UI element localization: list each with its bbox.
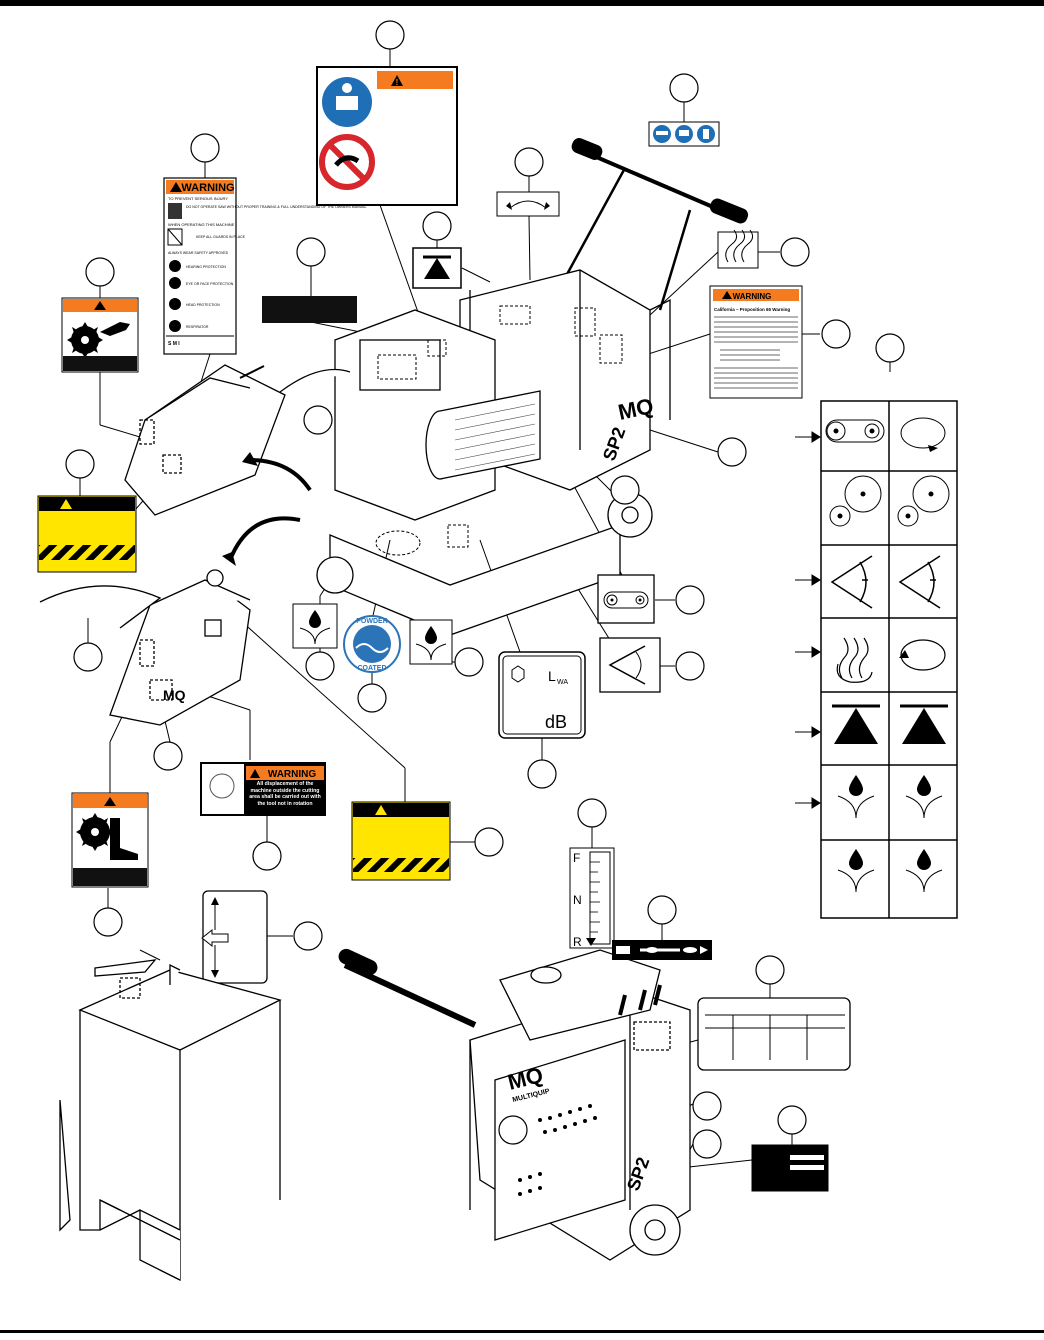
displacement-text: All displacement of the machine outside …	[249, 781, 321, 807]
ppe-eye: EYE OR FACE PROTECTION	[186, 282, 234, 286]
frame-stand	[59, 959, 282, 1282]
warning-when: WHEN OPERATING THIS MACHINE	[168, 222, 235, 227]
sound-sub: WA	[557, 679, 568, 686]
belt-decal	[597, 574, 655, 624]
direction-decal	[201, 890, 268, 984]
bottom-rule	[0, 1330, 1044, 1333]
displacement-warning-decal: WARNING All displacement of the machine …	[200, 762, 326, 816]
speed-decal	[612, 940, 712, 960]
ppe-hearing: HEARING PROTECTION	[186, 265, 226, 269]
powder-top-text: POWDER	[356, 618, 388, 625]
table-decal	[697, 997, 851, 1071]
ppe-decal	[648, 121, 720, 147]
caution-decal-lower	[351, 801, 451, 881]
warning-title: WARNING	[181, 182, 234, 194]
vent-holes	[518, 1104, 597, 1196]
blade-guard-upper	[124, 364, 286, 516]
sound-power-decal: L WA dB	[498, 651, 586, 739]
warning-row1: DO NOT OPERATE SAW WITHOUT PROPER TRAINI…	[186, 205, 366, 209]
caution-decal-left	[37, 495, 137, 573]
prop65-heading: California – Proposition 65 Warning	[714, 307, 790, 312]
warning-always: ALWAYS WEAR SAFETY APPROVED	[168, 251, 229, 255]
lift-point-decal	[412, 247, 462, 289]
ppe-respirator: RESPIRATOR	[186, 325, 209, 329]
svg-text:!: !	[396, 78, 399, 87]
transition-arrow-2	[228, 516, 301, 561]
oil-decal-2	[409, 619, 453, 665]
oil-decal-1	[292, 603, 338, 649]
blade-foot-hazard-decal	[71, 792, 149, 888]
oil-symbols	[837, 775, 943, 893]
gauge-neutral: N	[573, 893, 582, 907]
mandatory-prohibit-decal: !	[316, 66, 458, 206]
eye-decal	[599, 637, 661, 693]
displacement-title: WARNING	[268, 769, 317, 780]
callout-bubbles	[65, 20, 905, 1159]
sound-db: dB	[545, 712, 567, 732]
powder-coated-logo: POWDER COATED	[343, 615, 401, 673]
hot-surface-decal	[717, 229, 759, 269]
blade-hand-hazard-decal	[61, 297, 139, 373]
black-label	[262, 296, 357, 323]
ppe-head: HEAD PROTECTION	[186, 303, 220, 307]
warning-footer: S M I	[168, 341, 180, 347]
prop65-decal: WARNING California – Proposition 65 Warn…	[709, 285, 803, 399]
warning-lead: TO PREVENT SERIOUS INJURY	[168, 196, 228, 201]
panel-arrows	[795, 431, 821, 809]
symbol-panel	[820, 400, 958, 919]
transition-arrow-1	[249, 458, 312, 492]
gauge-decal: F N R	[569, 847, 615, 949]
rotation-arrow-2	[39, 585, 162, 629]
gauge-reverse: R	[573, 935, 582, 949]
top-rule	[0, 0, 1044, 6]
prop65-title: WARNING	[733, 292, 772, 301]
brand-mark-guard: MQ	[163, 687, 186, 703]
rotation-decal	[496, 191, 560, 217]
serial-plate-decal	[751, 1144, 829, 1192]
powder-bottom-text: COATED	[357, 665, 386, 672]
warning-decal-tall: WARNING TO PREVENT SERIOUS INJURY DO NOT…	[163, 177, 366, 355]
machine-main: MQ SP2	[316, 138, 749, 636]
sound-unit: L	[548, 668, 556, 684]
warning-row2: KEEP ALL GUARDS IN PLACE	[196, 235, 246, 239]
machine-lower: MQ MULTIQUIP SP2	[338, 948, 691, 1261]
rotation-arrow-1	[279, 368, 351, 393]
gauge-forward: F	[573, 851, 580, 865]
